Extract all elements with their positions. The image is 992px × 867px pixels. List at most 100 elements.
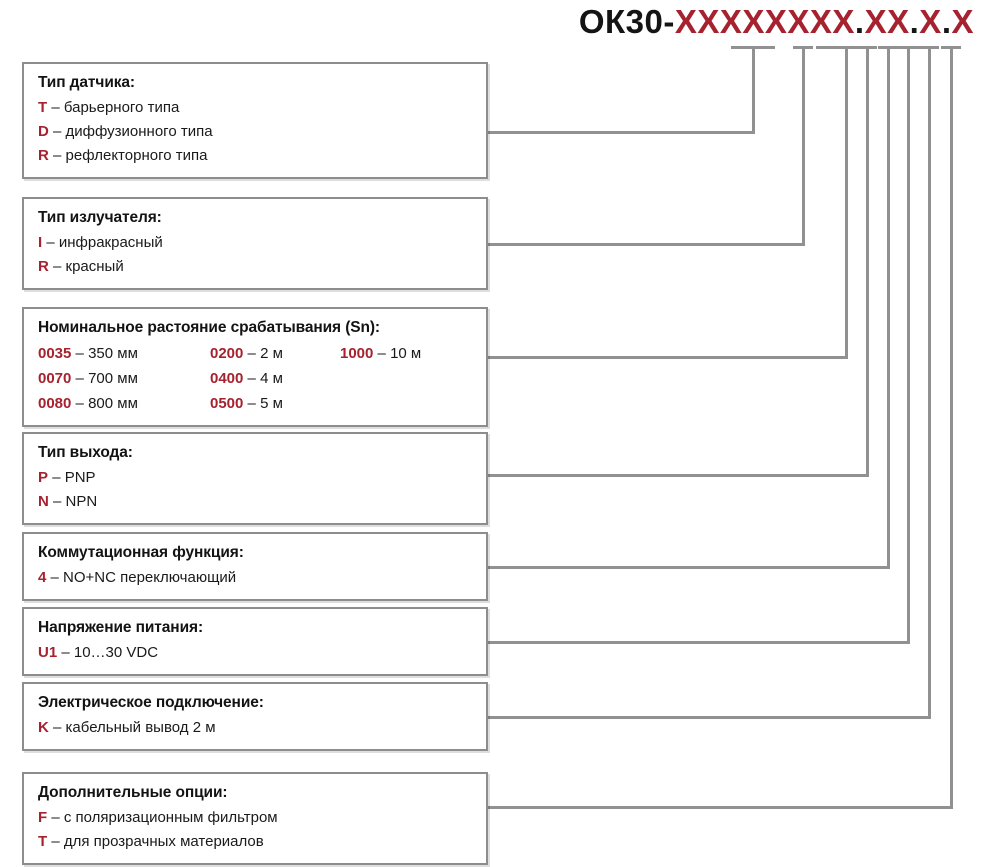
connector-h-switching-function: [488, 566, 890, 569]
option-description: 350 мм: [88, 345, 138, 362]
option-code: 0035: [38, 345, 72, 362]
option-code: T: [38, 99, 48, 116]
option-list: U1 – 10…30 VDC: [38, 641, 486, 665]
option-code: N: [38, 493, 49, 510]
connector-h-sensor-type: [488, 131, 755, 134]
option-dash: –: [75, 345, 84, 362]
option-description: рефлекторного типа: [65, 147, 208, 164]
code-separator-dot: .: [909, 3, 920, 40]
code-placeholder-group: X: [951, 3, 974, 40]
option-description: 2 м: [260, 345, 283, 362]
connector-cap-electrical-connection: [919, 46, 939, 49]
option-code: R: [38, 258, 49, 275]
option-description: 5 м: [260, 395, 283, 412]
connector-cap-output-type: [857, 46, 877, 49]
connector-cap-emitter-type: [793, 46, 813, 49]
option-row: 0200 – 2 м: [210, 341, 340, 366]
connector-cap-sensing-distance: [816, 46, 876, 49]
option-dash: –: [53, 719, 62, 736]
option-description: диффузионного типа: [65, 123, 213, 140]
option-code: 0400: [210, 370, 244, 387]
option-dash: –: [377, 345, 386, 362]
box-title: Тип датчика:: [38, 74, 135, 91]
connector-cap-additional-options: [941, 46, 961, 49]
option-description: 10…30 VDC: [73, 644, 159, 661]
option-description: NO+NC переключающий: [63, 569, 237, 586]
code-placeholder-group: X: [919, 3, 942, 40]
option-code: 0080: [38, 395, 72, 412]
connector-cap-sensor-type: [731, 46, 775, 49]
connector-h-supply-voltage: [488, 641, 910, 644]
info-box-sensing-distance: Номинальное растояние срабатывания (Sn):…: [22, 307, 488, 427]
connector-v-sensing-distance: [845, 46, 848, 356]
option-description: кабельный вывод 2 м: [65, 719, 216, 736]
option-description: барьерного типа: [63, 99, 180, 116]
option-code: F: [38, 809, 48, 826]
connector-v-switching-function: [887, 46, 890, 566]
option-code: I: [38, 234, 43, 251]
option-code: 0500: [210, 395, 244, 412]
option-dash: –: [51, 99, 60, 116]
option-row: R – красный: [38, 255, 486, 279]
option-code: 0200: [210, 345, 244, 362]
option-description: красный: [65, 258, 124, 275]
box-title: Напряжение питания:: [38, 619, 204, 636]
connector-v-supply-voltage: [907, 46, 910, 641]
box-title: Дополнительные опции:: [38, 784, 228, 801]
connector-v-sensor-type: [752, 46, 755, 131]
code-placeholder-group: XX: [864, 3, 910, 40]
box-title: Электрическое подключение:: [38, 694, 264, 711]
option-dash: –: [46, 234, 55, 251]
box-title: Коммутационная функция:: [38, 544, 244, 561]
connector-h-output-type: [488, 474, 869, 477]
product-code-text: ОК30-XXXXXXXX.XX.X.X: [579, 3, 974, 41]
option-row: P – PNP: [38, 466, 486, 490]
connector-v-emitter-type: [802, 46, 805, 243]
option-row: 0400 – 4 м: [210, 366, 340, 391]
option-dash: –: [247, 370, 256, 387]
option-code: R: [38, 147, 49, 164]
connector-v-electrical-connection: [928, 46, 931, 716]
connector-cap-supply-voltage: [886, 46, 930, 49]
option-code: U1: [38, 644, 58, 661]
connector-h-additional-options: [488, 806, 953, 809]
option-row: U1 – 10…30 VDC: [38, 641, 486, 665]
option-code: P: [38, 469, 49, 486]
product-code-segments: XXXXXXXX.XX.X.X: [675, 3, 974, 40]
option-description: 700 мм: [88, 370, 138, 387]
option-description: 4 м: [260, 370, 283, 387]
option-list: I – инфракрасный R – красный: [38, 231, 486, 279]
option-list: 4 – NO+NC переключающий: [38, 566, 486, 590]
option-row: N – NPN: [38, 490, 486, 514]
product-code-header: ОК30-XXXXXXXX.XX.X.X: [0, 0, 992, 42]
code-separator-dot: .: [941, 3, 952, 40]
option-row: [340, 366, 486, 391]
option-description: PNP: [64, 469, 96, 486]
box-title: Тип выхода:: [38, 444, 133, 461]
info-box-electrical-connection: Электрическое подключение:K – кабельный …: [22, 682, 488, 751]
product-code-prefix: ОК30-: [578, 3, 675, 40]
option-row: T – барьерного типа: [38, 96, 486, 120]
option-description: NPN: [65, 493, 98, 510]
option-code: 0070: [38, 370, 72, 387]
option-dash: –: [247, 395, 256, 412]
connector-h-electrical-connection: [488, 716, 931, 719]
option-code: 1000: [340, 345, 374, 362]
connector-cap-switching-function: [878, 46, 898, 49]
option-dash: –: [53, 123, 62, 140]
option-row: D – диффузионного типа: [38, 120, 486, 144]
connector-h-emitter-type: [488, 243, 805, 246]
code-placeholder-group: XXXXXXXX: [674, 3, 855, 40]
option-description: инфракрасный: [58, 234, 163, 251]
option-row: 0500 – 5 м: [210, 391, 340, 416]
option-description: 800 мм: [88, 395, 138, 412]
option-code: T: [38, 833, 48, 850]
option-row: 0080 – 800 мм: [38, 391, 210, 416]
option-description: для прозрачных материалов: [63, 833, 264, 850]
option-description: с поляризационным фильтром: [63, 809, 278, 826]
